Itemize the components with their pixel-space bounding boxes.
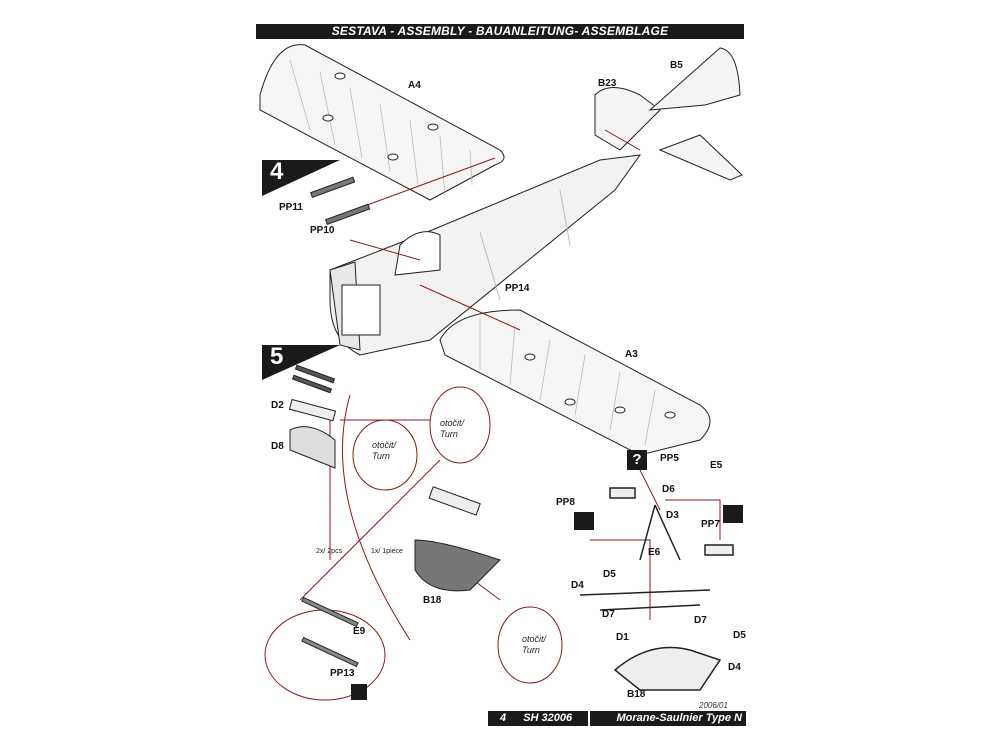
assembly-guide-lines	[299, 129, 721, 641]
footer-page-number: 4	[500, 712, 507, 724]
step-5-marker	[262, 345, 340, 380]
bend-pe-icon	[351, 505, 743, 700]
footer-model-name: Morane-Saulnier Type N	[590, 711, 746, 726]
part-label-b18-gear: B18	[627, 689, 646, 700]
part-label-b18-seat: B18	[423, 595, 442, 606]
part-label-pp14: PP14	[505, 283, 530, 294]
part-label-d4-right: D4	[728, 662, 741, 673]
part-label-pp13: PP13	[330, 668, 355, 679]
part-label-b5: B5	[670, 60, 683, 71]
footer-page-kit: 4 SH 32006	[488, 711, 588, 726]
small-parts	[288, 176, 501, 668]
part-label-pp7: PP7	[701, 519, 720, 530]
question-icon	[627, 450, 647, 470]
footer-kit-number: SH 32006	[523, 712, 573, 724]
part-label-e9: E9	[353, 626, 366, 637]
code-note: 2006/01	[699, 701, 728, 710]
part-label-d3: D3	[666, 510, 679, 521]
page-header: SESTAVA - ASSEMBLY - BAUANLEITUNG- ASSEM…	[256, 24, 744, 39]
part-label-d6: D6	[662, 484, 675, 495]
lower-wing-a3	[439, 309, 711, 456]
part-label-d1: D1	[616, 632, 629, 643]
part-label-d2: D2	[271, 400, 284, 411]
part-label-pp11: PP11	[279, 202, 303, 213]
fuselage	[329, 154, 642, 356]
part-label-pp5: PP5	[660, 453, 679, 464]
part-label-d4-left: D4	[571, 580, 584, 591]
upper-wing-a4	[259, 44, 505, 201]
part-label-d5-left: D5	[603, 569, 616, 580]
question-mark: ?	[632, 451, 642, 468]
part-label-e5: E5	[710, 460, 723, 471]
part-label-e6: E6	[648, 547, 661, 558]
quantity-note-one: 1x/ 1piece	[371, 548, 403, 555]
part-label-pp10: PP10	[310, 225, 335, 236]
turn-note-3: otočit/ Turn	[522, 634, 547, 655]
undercarriage	[579, 487, 734, 691]
part-label-d7-left: D7	[602, 609, 615, 620]
turn-note-1: otočit/ Turn	[372, 440, 397, 461]
part-label-pp8: PP8	[556, 497, 575, 508]
part-label-d8: D8	[271, 441, 284, 452]
part-label-a4: A4	[408, 80, 421, 91]
part-label-d5-right: D5	[733, 630, 746, 641]
turn-note-2: otočit/ Turn	[440, 418, 465, 439]
step-4-marker	[262, 160, 340, 196]
step-number-4: 4	[270, 158, 284, 185]
part-label-d7-right: D7	[694, 615, 707, 626]
tail-surfaces	[594, 47, 743, 181]
part-label-a3: A3	[625, 349, 638, 360]
part-label-b23: B23	[598, 78, 617, 89]
step-number-5: 5	[270, 343, 284, 370]
quantity-note-two: 2x/ 2pcs	[316, 548, 343, 555]
